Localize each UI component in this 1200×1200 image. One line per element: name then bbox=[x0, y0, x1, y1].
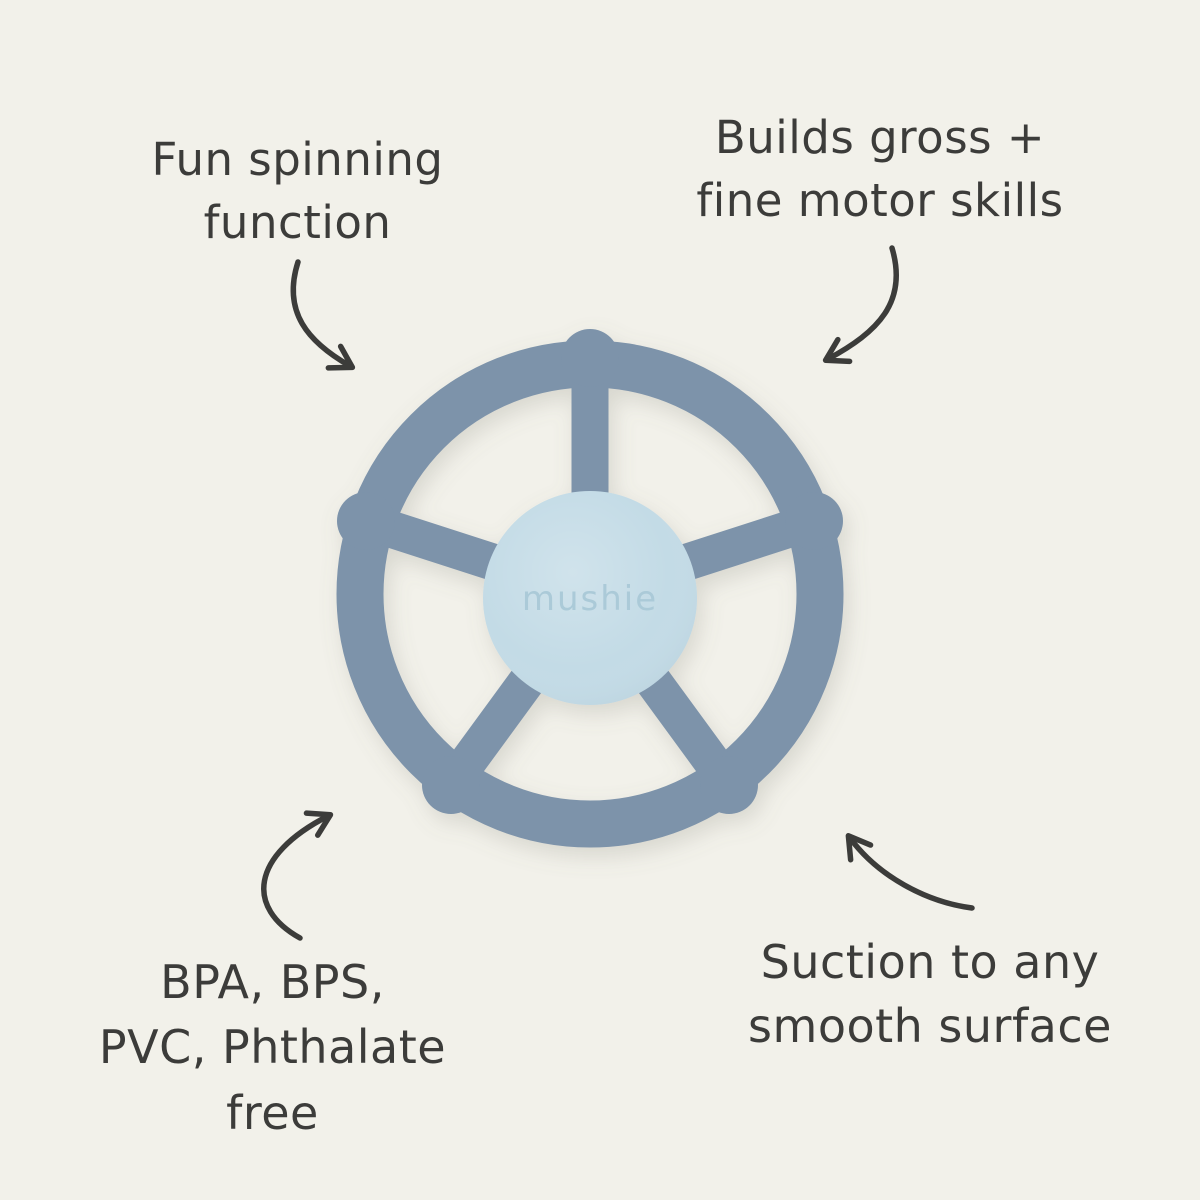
annotation-line: smooth surface bbox=[748, 999, 1112, 1054]
curved-arrow-top-right bbox=[822, 245, 899, 365]
annotation-line: PVC, Phthalate bbox=[98, 1020, 447, 1075]
wheel-knob bbox=[785, 492, 843, 550]
annotation-line: fine motor skills bbox=[696, 174, 1064, 227]
annotation-fun-spinning: Fun spinning function bbox=[100, 128, 495, 254]
wheel-knob bbox=[337, 492, 395, 550]
annotation-suction: Suction to any smooth surface bbox=[695, 930, 1165, 1059]
curved-arrow-bottom-left bbox=[261, 810, 334, 941]
wheel-knob bbox=[561, 329, 619, 387]
hub-brand-text: mushie bbox=[522, 579, 658, 619]
annotation-line: Suction to any bbox=[760, 935, 1100, 989]
curved-arrow-top-left bbox=[290, 259, 356, 371]
annotation-line: free bbox=[226, 1085, 319, 1140]
wheel-knob bbox=[422, 756, 480, 814]
wheel-spokes bbox=[359, 353, 821, 793]
wheel-toy: mushie bbox=[336, 329, 844, 848]
annotation-line: function bbox=[203, 196, 392, 249]
annotation-motor-skills: Builds gross + fine motor skills bbox=[655, 106, 1105, 232]
wheel-knob bbox=[700, 756, 758, 814]
curved-arrow-bottom-right bbox=[845, 833, 975, 911]
annotation-line: Builds gross + bbox=[714, 111, 1046, 164]
annotation-chemical-free: BPA, BPS, PVC, Phthalate free bbox=[75, 950, 470, 1146]
wheel-hub-sheen bbox=[483, 491, 697, 705]
annotation-line: BPA, BPS, bbox=[160, 955, 385, 1009]
annotation-line: Fun spinning bbox=[151, 133, 444, 186]
